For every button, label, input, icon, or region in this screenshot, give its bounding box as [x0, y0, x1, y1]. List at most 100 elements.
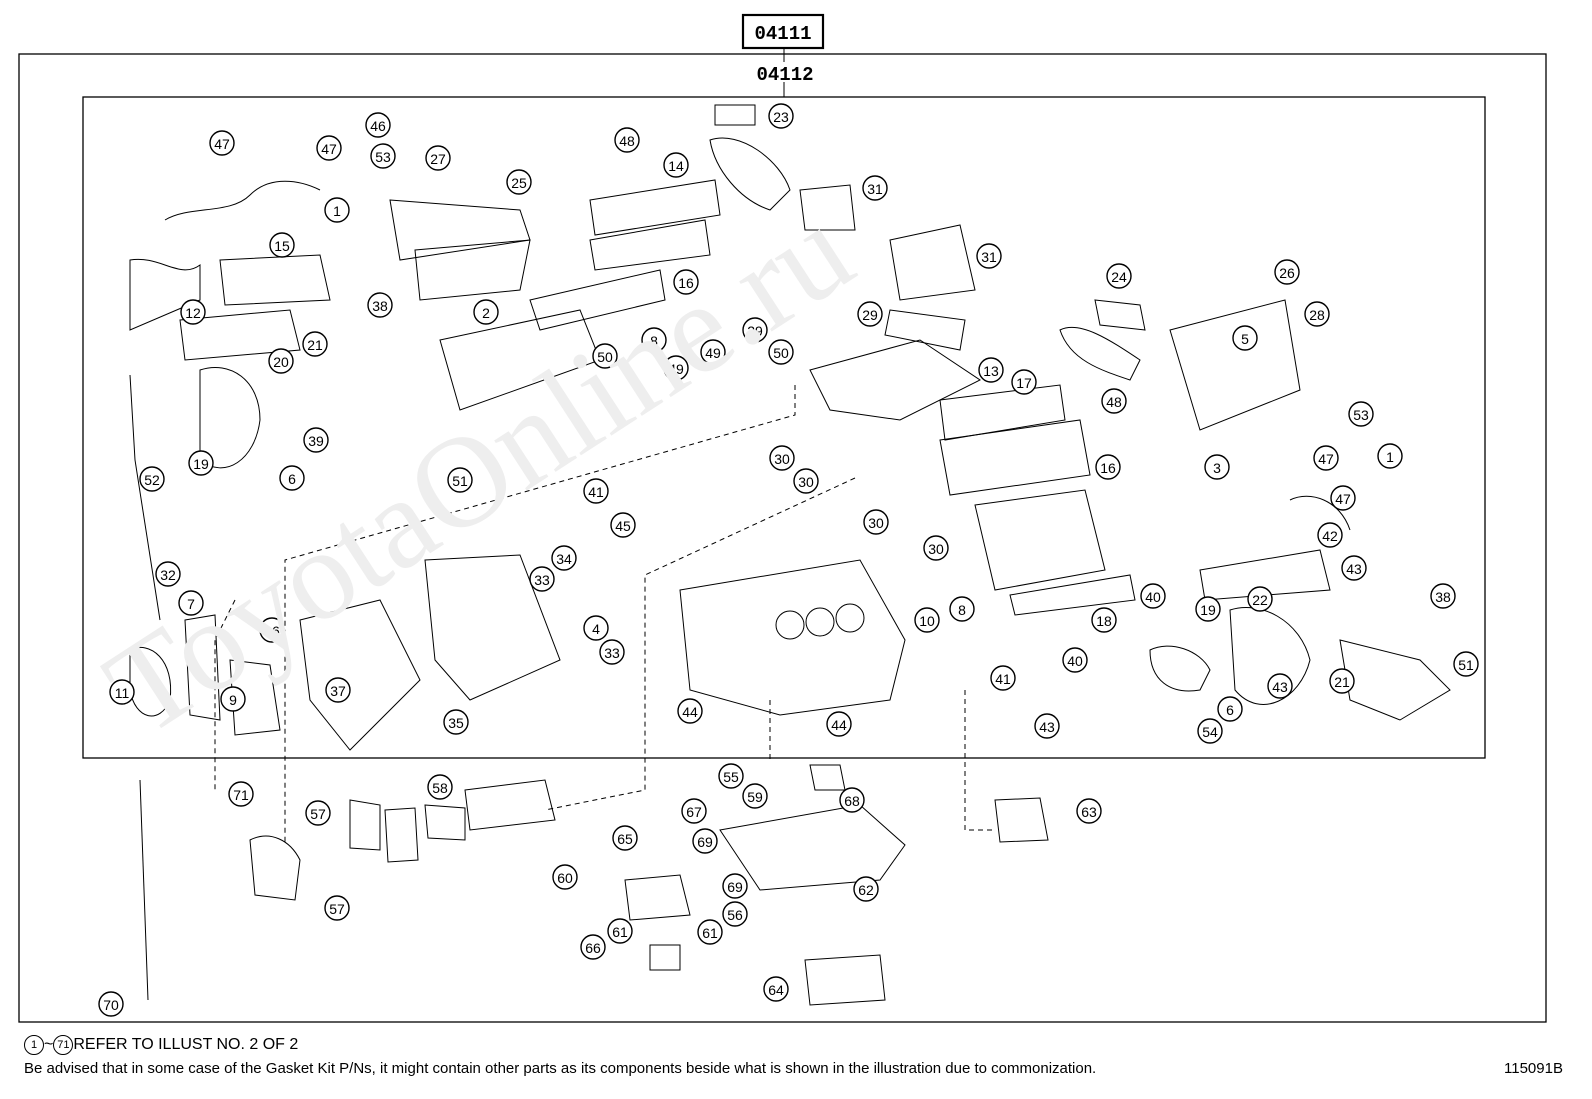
callout-6[interactable]: 6	[1217, 696, 1243, 722]
callout-33[interactable]: 33	[599, 639, 625, 665]
callout-20[interactable]: 20	[268, 348, 294, 374]
callout-53[interactable]: 53	[1348, 401, 1374, 427]
callout-44[interactable]: 44	[826, 711, 852, 737]
callout-19[interactable]: 19	[188, 450, 214, 476]
callout-1[interactable]: 1	[1377, 443, 1403, 469]
callout-31[interactable]: 31	[976, 243, 1002, 269]
callout-47[interactable]: 47	[1313, 445, 1339, 471]
callout-28[interactable]: 28	[1304, 301, 1330, 327]
callout-30[interactable]: 30	[923, 535, 949, 561]
callout-13[interactable]: 13	[978, 357, 1004, 383]
callout-60[interactable]: 60	[552, 864, 578, 890]
callout-48[interactable]: 48	[614, 127, 640, 153]
callout-52[interactable]: 52	[139, 466, 165, 492]
callout-69[interactable]: 69	[722, 873, 748, 899]
callout-61[interactable]: 61	[607, 918, 633, 944]
callout-46[interactable]: 46	[365, 112, 391, 138]
callout-71[interactable]: 71	[228, 781, 254, 807]
callout-6[interactable]: 6	[279, 465, 305, 491]
callout-42[interactable]: 42	[1317, 522, 1343, 548]
callout-62[interactable]: 62	[853, 876, 879, 902]
callout-21[interactable]: 21	[302, 331, 328, 357]
callout-50[interactable]: 50	[768, 339, 794, 365]
callout-36[interactable]: 36	[259, 617, 285, 643]
callout-4[interactable]: 4	[583, 615, 609, 641]
callout-70[interactable]: 70	[98, 991, 124, 1017]
callout-43[interactable]: 43	[1267, 673, 1293, 699]
callout-69[interactable]: 69	[692, 828, 718, 854]
callout-35[interactable]: 35	[443, 709, 469, 735]
callout-67[interactable]: 67	[681, 798, 707, 824]
callout-25[interactable]: 25	[506, 169, 532, 195]
callout-57[interactable]: 57	[324, 895, 350, 921]
callout-11[interactable]: 11	[109, 679, 135, 705]
callout-18[interactable]: 18	[1091, 607, 1117, 633]
callout-31[interactable]: 31	[862, 175, 888, 201]
callout-22[interactable]: 22	[1247, 586, 1273, 612]
callout-3[interactable]: 3	[1204, 454, 1230, 480]
callout-68[interactable]: 68	[839, 787, 865, 813]
callout-53[interactable]: 53	[370, 143, 396, 169]
callout-38[interactable]: 38	[367, 292, 393, 318]
callout-17[interactable]: 17	[1011, 369, 1037, 395]
callout-24[interactable]: 24	[1106, 263, 1132, 289]
callout-49[interactable]: 49	[700, 339, 726, 365]
callout-61[interactable]: 61	[697, 919, 723, 945]
callout-12[interactable]: 12	[180, 299, 206, 325]
callout-50[interactable]: 50	[592, 343, 618, 369]
callout-65[interactable]: 65	[612, 825, 638, 851]
callout-49[interactable]: 49	[663, 355, 689, 381]
callout-26[interactable]: 26	[1274, 259, 1300, 285]
callout-48[interactable]: 48	[1101, 388, 1127, 414]
callout-10[interactable]: 10	[914, 607, 940, 633]
callout-40[interactable]: 40	[1140, 583, 1166, 609]
callout-63[interactable]: 63	[1076, 798, 1102, 824]
callout-19[interactable]: 19	[1195, 596, 1221, 622]
callout-37[interactable]: 37	[325, 677, 351, 703]
kit-04111-box[interactable]	[741, 13, 825, 50]
callout-8[interactable]: 8	[641, 327, 667, 353]
callout-45[interactable]: 45	[610, 512, 636, 538]
callout-59[interactable]: 59	[742, 783, 768, 809]
callout-41[interactable]: 41	[583, 478, 609, 504]
callout-23[interactable]: 23	[768, 103, 794, 129]
callout-54[interactable]: 54	[1197, 718, 1223, 744]
callout-47[interactable]: 47	[209, 130, 235, 156]
callout-2[interactable]: 2	[473, 299, 499, 325]
callout-5[interactable]: 5	[1232, 325, 1258, 351]
callout-1[interactable]: 1	[324, 197, 350, 223]
callout-27[interactable]: 27	[425, 145, 451, 171]
callout-57[interactable]: 57	[305, 800, 331, 826]
callout-58[interactable]: 58	[427, 774, 453, 800]
callout-33[interactable]: 33	[529, 566, 555, 592]
callout-30[interactable]: 30	[769, 445, 795, 471]
callout-30[interactable]: 30	[863, 509, 889, 535]
callout-29[interactable]: 29	[857, 301, 883, 327]
callout-38[interactable]: 38	[1430, 583, 1456, 609]
callout-16[interactable]: 16	[673, 269, 699, 295]
callout-66[interactable]: 66	[580, 934, 606, 960]
callout-7[interactable]: 7	[178, 590, 204, 616]
callout-51[interactable]: 51	[1453, 651, 1479, 677]
callout-16[interactable]: 16	[1095, 454, 1121, 480]
callout-32[interactable]: 32	[155, 561, 181, 587]
callout-47[interactable]: 47	[1330, 485, 1356, 511]
callout-43[interactable]: 43	[1341, 555, 1367, 581]
callout-51[interactable]: 51	[447, 467, 473, 493]
callout-29[interactable]: 29	[742, 317, 768, 343]
callout-64[interactable]: 64	[763, 976, 789, 1002]
callout-39[interactable]: 39	[303, 427, 329, 453]
callout-15[interactable]: 15	[269, 232, 295, 258]
callout-30[interactable]: 30	[793, 468, 819, 494]
callout-34[interactable]: 34	[551, 545, 577, 571]
callout-56[interactable]: 56	[722, 901, 748, 927]
callout-21[interactable]: 21	[1329, 668, 1355, 694]
callout-47[interactable]: 47	[316, 135, 342, 161]
callout-14[interactable]: 14	[663, 152, 689, 178]
callout-40[interactable]: 40	[1062, 647, 1088, 673]
callout-44[interactable]: 44	[677, 698, 703, 724]
callout-9[interactable]: 9	[220, 686, 246, 712]
callout-8[interactable]: 8	[949, 596, 975, 622]
callout-55[interactable]: 55	[718, 763, 744, 789]
callout-41[interactable]: 41	[990, 665, 1016, 691]
